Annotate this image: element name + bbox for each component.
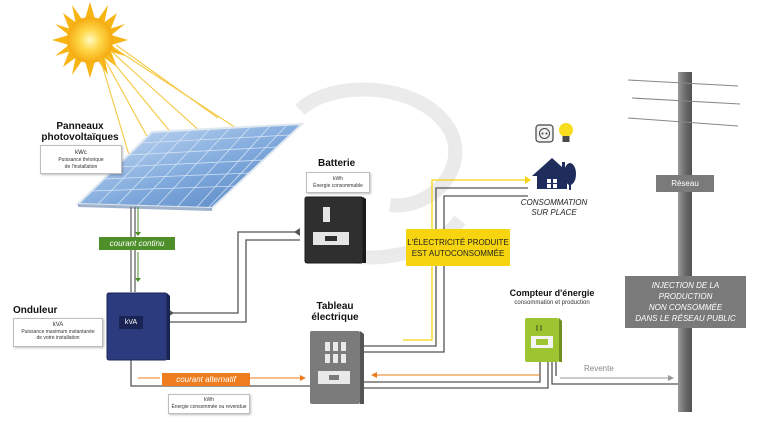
power-socket-icon bbox=[535, 124, 554, 143]
battery-info-box: kWh Énergie consommable bbox=[306, 172, 370, 193]
electric-panel-board bbox=[310, 331, 364, 404]
panels-title-line2: photovoltaïques bbox=[41, 132, 119, 143]
self-consumed-line1: L'ÉLECTRICITÉ PRODUITE bbox=[407, 237, 509, 247]
battery-unit bbox=[304, 196, 366, 264]
house-icon bbox=[532, 158, 576, 190]
injection-box: INJECTION DE LA PRODUCTION NON CONSOMMÉE… bbox=[625, 276, 746, 328]
battery-cable bbox=[168, 231, 300, 323]
panels-desc-line2: de l'installation bbox=[64, 163, 98, 170]
injection-line2: NON CONSOMMÉE bbox=[648, 303, 723, 312]
light-bulb-icon bbox=[559, 123, 573, 142]
resale-label: Revente bbox=[584, 364, 614, 373]
battery-title: Batterie bbox=[318, 158, 356, 169]
dc-current-label: courant continu bbox=[99, 237, 175, 250]
inverter-unit: kVA bbox=[52, 322, 64, 328]
ac-info-unit: kWh bbox=[204, 397, 214, 403]
inverter-title: Onduleur bbox=[13, 305, 58, 316]
ac-cable bbox=[130, 360, 310, 387]
consumption-label: CONSOMMATION SUR PLACE bbox=[514, 198, 594, 218]
panels-desc-line1: Puissance théorique bbox=[58, 157, 104, 163]
utility-pole bbox=[627, 72, 741, 412]
consumption-line1: CONSOMMATION bbox=[520, 198, 588, 207]
grid-cable bbox=[551, 362, 684, 385]
panel-board-title: Tableau électrique bbox=[306, 301, 364, 323]
consumption-line2: SUR PLACE bbox=[531, 208, 577, 217]
energy-meter bbox=[525, 318, 562, 362]
sun-icon bbox=[52, 2, 128, 78]
injection-line1: INJECTION DE LA PRODUCTION bbox=[651, 281, 720, 301]
inverter-unit bbox=[106, 292, 170, 361]
battery-desc: Énergie consommable bbox=[313, 182, 363, 189]
self-consumed-line2: EST AUTOCONSOMMÉE bbox=[411, 248, 505, 258]
inverter-desc-line1: Puissance maximum instantanée bbox=[21, 328, 95, 335]
panel-board-title-line2: électrique bbox=[311, 312, 359, 323]
battery-unit-label: kWh bbox=[333, 176, 343, 182]
panel-board-title-line1: Tableau bbox=[316, 301, 354, 312]
inverter-desc-line2: de votre installation bbox=[36, 335, 80, 341]
solar-panel-array bbox=[75, 122, 305, 211]
injection-line3: DANS LE RÉSEAU PUBLIC bbox=[635, 314, 736, 323]
meter-cable bbox=[360, 362, 549, 389]
inverter-screen-label: kVA bbox=[124, 319, 138, 326]
ac-current-label: courant alternatif bbox=[162, 373, 250, 386]
panels-unit: kWc bbox=[75, 150, 87, 156]
meter-subtitle: consommation et production bbox=[514, 300, 590, 306]
meter-title: Compteur d'énergie bbox=[509, 288, 595, 298]
panels-title-line1: Panneaux bbox=[56, 121, 104, 132]
ac-info-box: kWh Énergie consommée ou revendue bbox=[168, 394, 250, 414]
self-consumed-box: L'ÉLECTRICITÉ PRODUITE EST AUTOCONSOMMÉE bbox=[406, 229, 510, 266]
panels-info-box: kWc Puissance théorique de l'installatio… bbox=[40, 145, 122, 174]
panels-title: Panneaux photovoltaïques bbox=[40, 121, 120, 143]
inverter-info-box: kVA Puissance maximum instantanée de vot… bbox=[13, 318, 103, 347]
grid-label: Réseau bbox=[656, 175, 714, 192]
consumption-cable bbox=[360, 187, 528, 353]
ac-info-desc: Énergie consommée ou revendue bbox=[171, 403, 247, 410]
